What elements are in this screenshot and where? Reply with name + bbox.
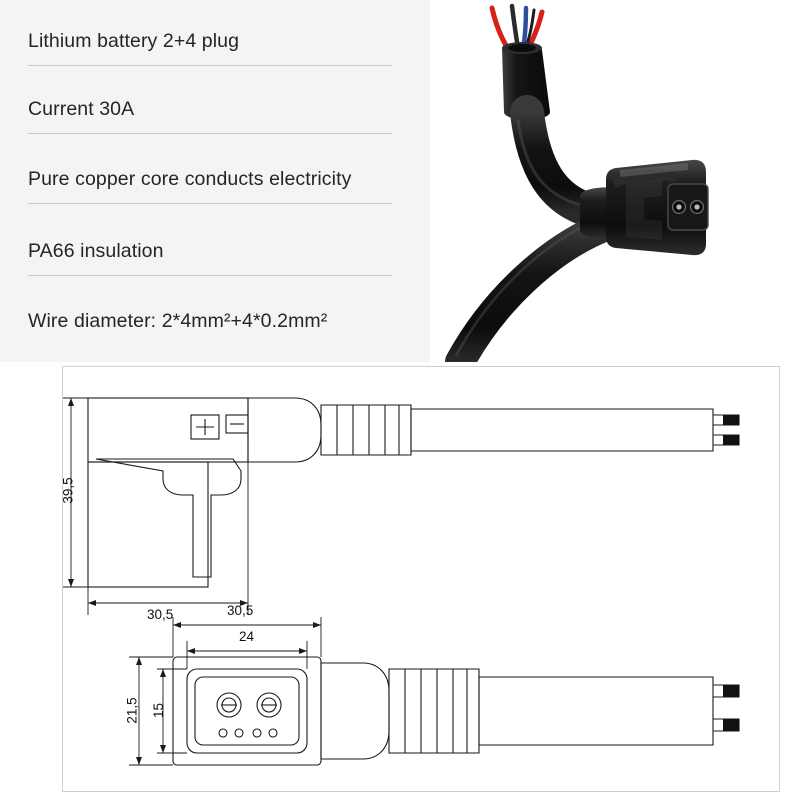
top-view-width-label: 30,5 [147,607,174,622]
specification-panel: Lithium battery 2+4 plug Current 30A Pur… [0,0,430,362]
technical-drawing-panel: 39,5 30,5 30,5 24 21,5 15 [60,366,780,792]
connector-housing [606,159,709,256]
front-view-outer-width-label: 30,5 [227,603,254,618]
spec-divider-1 [28,133,392,134]
spec-divider-2 [28,203,392,204]
connector-pin-face [667,183,709,231]
product-photo-illustration [430,0,800,362]
technical-drawing [63,367,777,789]
spec-item-2-label: Pure copper core conducts electricity [28,168,352,190]
spec-item-4: Wire diameter: 2*4mm²+4*0.2mm² [28,310,400,333]
front-view-inner-width-label: 24 [239,629,255,644]
spec-item-3-label: PA66 insulation [28,240,164,262]
top-view-height-label: 39,5 [60,477,76,504]
spec-item-2: Pure copper core conducts electricity [28,168,400,204]
drawing-background [63,367,777,789]
product-feature-section: Lithium battery 2+4 plug Current 30A Pur… [0,0,800,362]
top-view [87,397,740,588]
spec-item-1: Current 30A [28,98,400,134]
product-photo [430,0,800,362]
spec-item-1-label: Current 30A [28,98,135,120]
front-view-inner-height-label: 15 [151,702,167,719]
spec-item-0-label: Lithium battery 2+4 plug [28,30,240,52]
spec-item-3: PA66 insulation [28,240,400,276]
front-view [172,656,740,766]
spec-item-0: Lithium battery 2+4 plug [28,30,400,66]
front-view-outer-height-label: 21,5 [124,697,140,724]
spec-item-4-label: Wire diameter: 2*4mm²+4*0.2mm² [28,310,328,332]
spec-divider-3 [28,275,392,276]
top-view-dimensions [63,397,249,615]
spec-divider-0 [28,65,392,66]
front-view-dimensions [129,617,322,766]
